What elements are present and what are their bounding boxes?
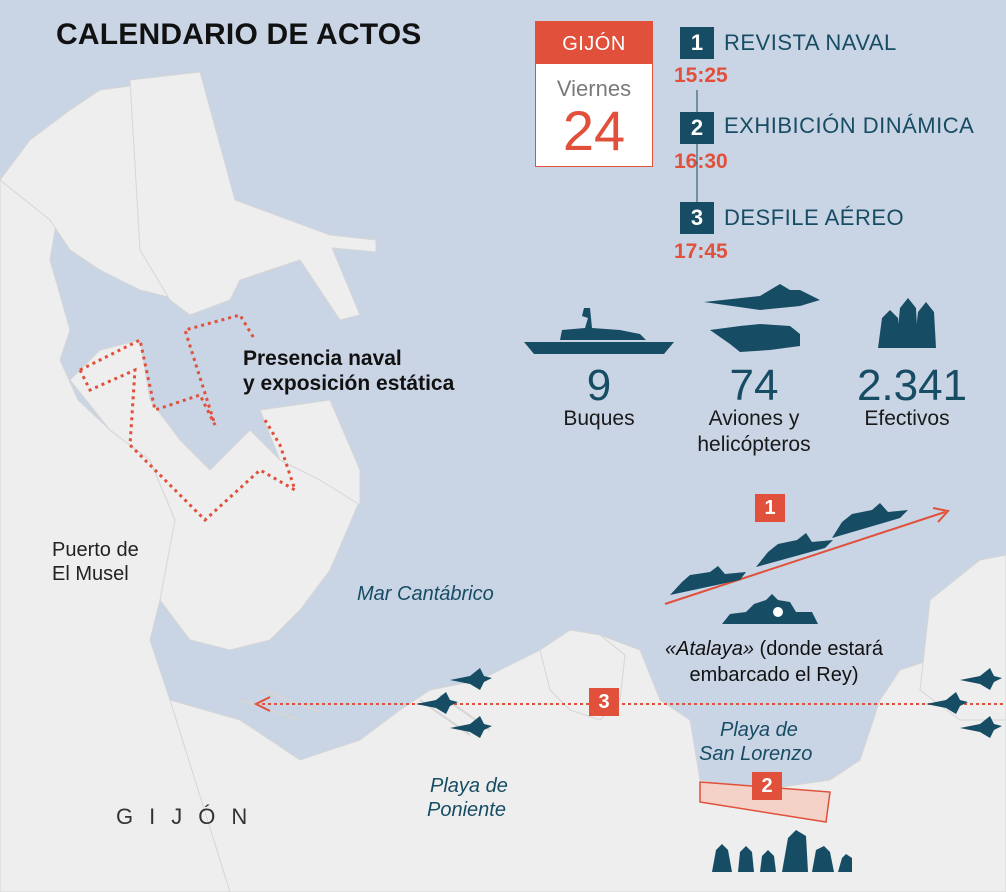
stat-aircraft-label-2: helicópteros <box>697 433 811 456</box>
crown-icon <box>773 607 783 617</box>
soldier-icon <box>760 850 776 872</box>
sea-label: Mar Cantábrico <box>357 583 494 605</box>
soldiers-icon <box>878 298 936 348</box>
event-time-1: 15:25 <box>674 64 728 87</box>
air-parade-arrowhead <box>253 696 271 712</box>
event-label-3: DESFILE AÉREO <box>724 205 905 230</box>
atalaya-ship-icon <box>722 594 818 624</box>
event-number-1: 1 <box>680 27 714 59</box>
atalaya-note: (donde estará <box>753 638 883 660</box>
ship-icon <box>832 503 908 538</box>
port-label-1: Puerto de <box>52 539 139 561</box>
page-title: CALENDARIO DE ACTOS <box>56 18 422 51</box>
atalaya-label-1: «Atalaya» (donde estará <box>644 636 904 662</box>
review-ships <box>670 503 908 595</box>
beach-poniente-label-1: Playa de <box>430 775 508 797</box>
stat-ships-label: Buques <box>563 407 635 430</box>
aircraft-icon <box>704 284 820 352</box>
port-label-2: El Musel <box>52 563 129 585</box>
dynamic-exhibition-zone <box>699 781 831 823</box>
marker-dynamic-exhibition: 2 <box>752 772 782 800</box>
jet-icon <box>926 692 968 714</box>
calendar-city: GIJÓN <box>536 22 652 64</box>
jet-icon <box>960 668 1002 690</box>
event-number-2: 2 <box>680 112 714 144</box>
naval-presence-zone <box>78 313 298 523</box>
calendar-day: 24 <box>562 99 626 162</box>
soldier-icon <box>738 846 754 872</box>
pier-north <box>129 71 377 321</box>
exhibition-soldiers <box>712 830 852 872</box>
soldier-icon <box>812 846 834 872</box>
ship-icon <box>670 566 746 595</box>
event-time-3: 17:45 <box>674 240 728 263</box>
event-time-2: 16:30 <box>674 150 728 173</box>
naval-presence-label-2: y exposición estática <box>243 372 455 395</box>
stat-ships-value: 9 <box>586 361 612 410</box>
stat-aircraft-label-1: Aviones y <box>708 407 800 430</box>
naval-review-arrow-line <box>664 511 946 605</box>
jet-icon <box>416 692 458 714</box>
city-label: GIJÓN <box>116 804 264 829</box>
jet-icon <box>960 716 1002 738</box>
jet-icon <box>450 716 492 738</box>
calendar-weekday: Viernes <box>556 76 632 101</box>
stat-personnel-value: 2.341 <box>856 361 968 410</box>
pier-east <box>259 399 361 506</box>
naval-review-arrowhead <box>932 507 950 523</box>
jet-icon <box>450 668 492 690</box>
date-calendar: GIJÓN Viernes 24 <box>535 21 653 167</box>
atalaya-ship-name: «Atalaya» <box>665 638 754 660</box>
naval-presence-label-1: Presencia naval <box>243 347 402 370</box>
event-number-3: 3 <box>680 202 714 234</box>
event-label-1: REVISTA NAVAL <box>724 30 897 55</box>
beach-poniente-label-2: Poniente <box>427 799 506 821</box>
stat-personnel-label: Efectivos <box>864 407 950 430</box>
event-label-2: EXHIBICIÓN DINÁMICA <box>724 113 975 138</box>
soldier-icon <box>712 844 732 872</box>
atalaya-label-2: embarcado el Rey) <box>689 664 859 686</box>
ship-icon <box>524 308 674 354</box>
soldier-icon <box>782 830 808 872</box>
stat-aircraft-value: 74 <box>729 361 779 410</box>
soldier-icon <box>838 854 852 872</box>
beach-sanlorenzo-label-1: Playa de <box>720 719 798 741</box>
beach-sanlorenzo-label-2: San Lorenzo <box>699 743 813 765</box>
marker-air-parade: 3 <box>589 688 619 716</box>
marker-naval-review: 1 <box>755 494 785 522</box>
parade-jets <box>416 668 1002 738</box>
ship-icon <box>756 533 833 567</box>
